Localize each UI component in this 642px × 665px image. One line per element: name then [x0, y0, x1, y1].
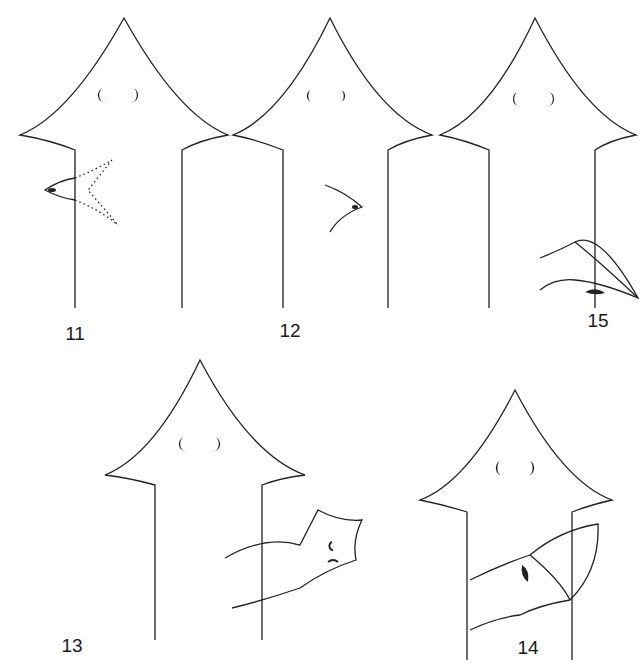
graft-outline [575, 242, 638, 298]
eye [307, 90, 313, 102]
eye [339, 90, 345, 102]
planarian-outline [233, 18, 432, 308]
planarian-outline [420, 390, 612, 660]
figure-number: 12 [279, 321, 300, 340]
eye [179, 437, 186, 451]
eye [131, 88, 138, 102]
planarian-outline [20, 18, 228, 308]
planarian-outline [440, 18, 636, 308]
figure-number: 11 [65, 324, 85, 343]
planarian-outline [105, 360, 305, 640]
graft-head-outline [225, 510, 362, 608]
graft-outline [530, 555, 570, 600]
graft-outline [325, 185, 362, 232]
graft-eye [48, 188, 56, 192]
eye [213, 437, 220, 451]
graft-outline [45, 178, 75, 200]
graft-outline [540, 240, 638, 298]
graft-dotted-outline [75, 160, 118, 225]
eye [513, 92, 520, 106]
graft-outline [470, 524, 598, 630]
graft-mark [522, 565, 529, 582]
eye [496, 461, 502, 475]
eye [98, 88, 105, 102]
figure-number: 15 [587, 311, 608, 330]
figure-number: 13 [61, 636, 82, 655]
figure-number: 14 [517, 638, 538, 657]
graft-eye [328, 560, 338, 562]
graft-eye [352, 205, 358, 209]
eye [547, 92, 554, 106]
eye [528, 461, 534, 475]
graft-eye [329, 542, 333, 550]
graft-mark [585, 289, 605, 294]
